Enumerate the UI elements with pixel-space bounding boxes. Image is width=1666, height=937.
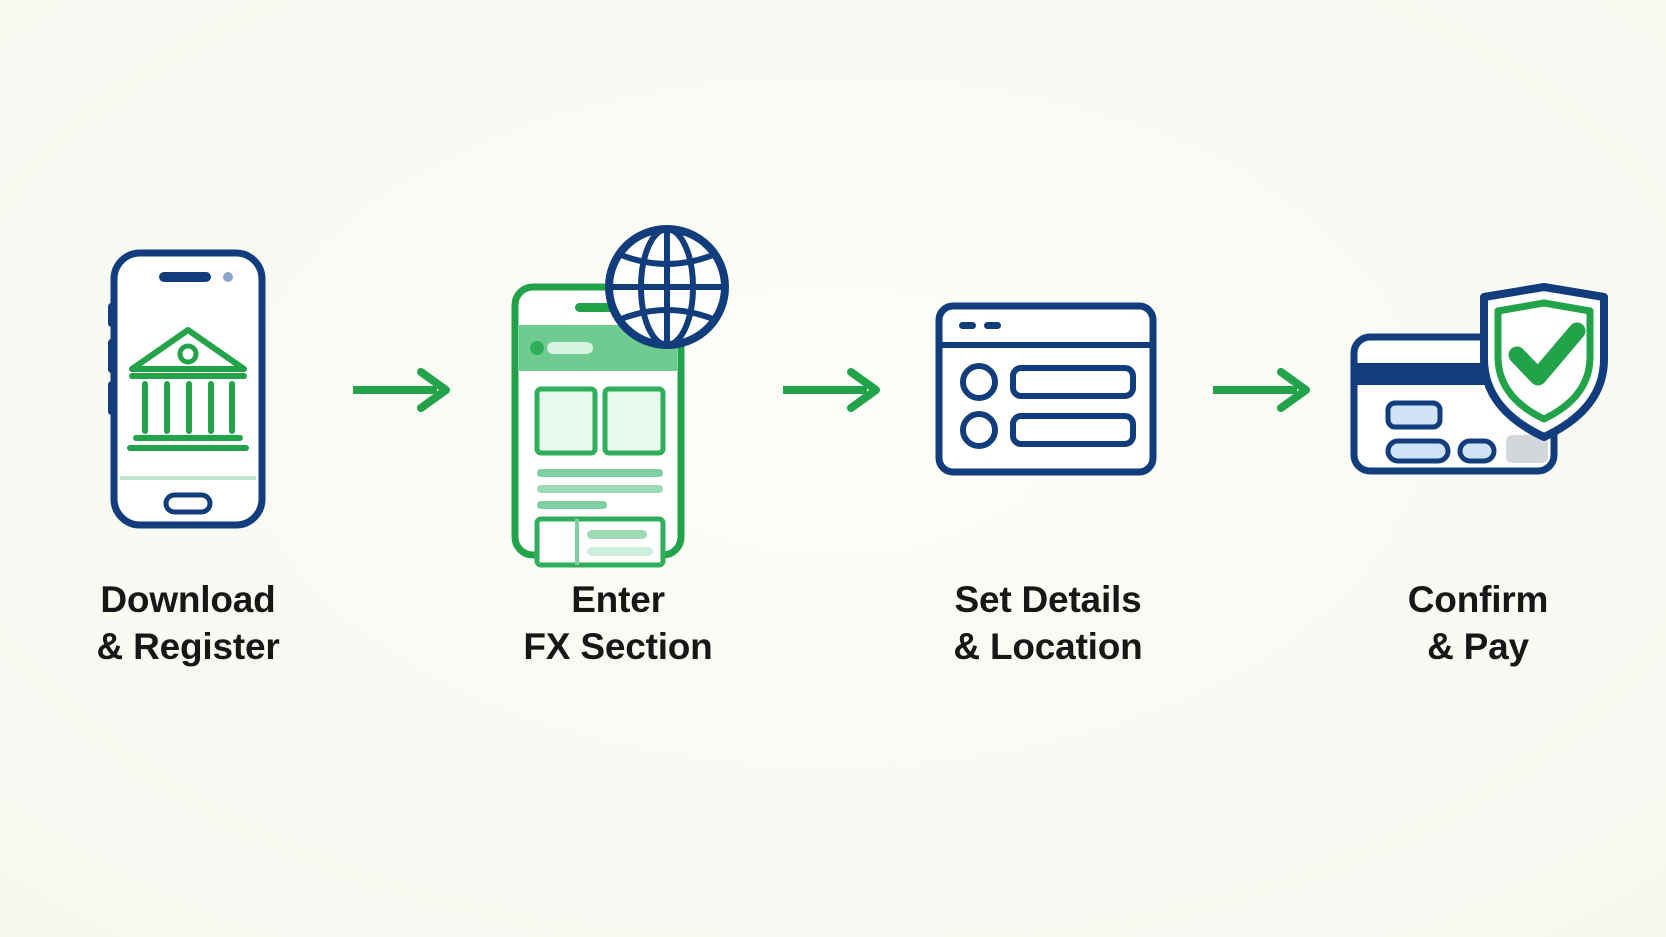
step-2-artwork xyxy=(468,225,768,568)
connector-3 xyxy=(1198,225,1328,555)
connector-1 xyxy=(338,225,468,555)
step-4-artwork xyxy=(1328,225,1628,555)
step-2-label: Enter FX Section xyxy=(523,579,713,667)
arrow-right-icon xyxy=(783,368,880,412)
globe-icon xyxy=(605,225,729,349)
flow-step-set-details-location[interactable]: Set Details & Location xyxy=(898,0,1198,670)
step-4-label: Confirm & Pay xyxy=(1407,579,1549,667)
step-3-label: Set Details & Location xyxy=(953,579,1143,667)
form-window-icon xyxy=(935,302,1157,476)
connector-2 xyxy=(768,225,898,555)
mobile-phone-bank-icon xyxy=(108,249,266,529)
credit-card-shield-check-icon xyxy=(1350,283,1608,475)
flow-step-enter-fx-section[interactable]: Enter FX Section xyxy=(468,0,768,670)
step-1-label: Download & Register xyxy=(96,579,280,667)
app-screen-globe-icon xyxy=(511,225,729,568)
shield-check-icon xyxy=(1480,283,1608,441)
step-3-artwork xyxy=(898,225,1198,555)
flow-step-confirm-pay[interactable]: Confirm & Pay xyxy=(1328,0,1628,670)
flow-step-download-register[interactable]: Download & Register xyxy=(38,0,338,670)
step-1-artwork xyxy=(38,225,338,555)
arrow-right-icon xyxy=(353,368,450,412)
arrow-right-icon xyxy=(1213,368,1310,412)
